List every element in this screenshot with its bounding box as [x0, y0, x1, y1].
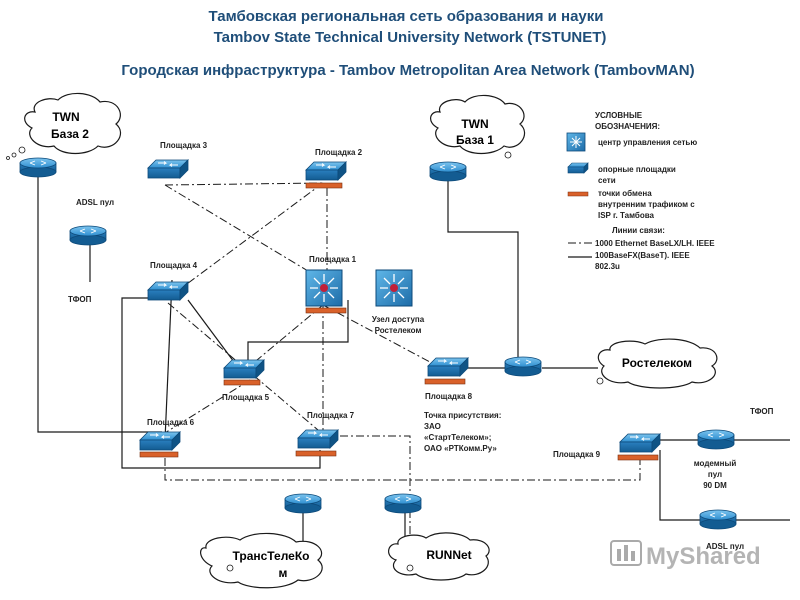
legend-link2-line1: 100BaseFX(BaseT). IEEE	[595, 251, 690, 260]
legend-sites-line1: опорные площадки	[598, 165, 676, 174]
label-presence-line1: Точка присутствия:	[424, 411, 501, 420]
cloud-twn1-line1: TWN	[461, 117, 488, 131]
label-adsl-pool: ADSL пул	[76, 198, 114, 207]
links	[37, 175, 790, 555]
switch-site5	[223, 359, 265, 379]
legend-link1: 1000 Ethernet BaseLX/LH. IEEE	[595, 239, 715, 248]
exchange-bar-site6	[139, 451, 179, 458]
watermark-logo-icon	[610, 540, 642, 566]
exchange-bar-site1	[305, 307, 347, 314]
legend-title-line2: ОБОЗНАЧЕНИЯ:	[595, 122, 660, 131]
label-site9: Площадка 9	[553, 450, 601, 459]
cloud-runnet: RUNNet	[388, 532, 490, 581]
router-adsl-pool	[69, 225, 107, 246]
label-presence-line4: ОАО «РТКомм.Ру»	[424, 444, 497, 453]
router-transtelecom	[284, 493, 322, 514]
label-site6: Площадка 6	[147, 418, 195, 427]
label-site5: Площадка 5	[222, 393, 270, 402]
legend-site-switch-icon	[567, 162, 589, 174]
exchange-bar-site5	[223, 379, 261, 386]
legend-sites-line2: сети	[598, 176, 616, 185]
label-site7: Площадка 7	[307, 411, 355, 420]
hub-site1-network-center	[305, 269, 343, 307]
cloud-twn-base1: TWN База 1	[430, 94, 526, 159]
watermark: MyShared	[610, 540, 761, 570]
subtitle: Городская инфраструктура - Tambov Metrop…	[121, 62, 694, 79]
cloud-transtelecom: ТрансТелеКо м	[200, 532, 323, 589]
legend: УСЛОВНЫЕ ОБОЗНАЧЕНИЯ: центр управления с…	[566, 111, 715, 271]
cloud-transtelecom-line1: ТрансТелеКо	[233, 549, 310, 563]
label-site8: Площадка 8	[425, 392, 473, 401]
cloud-twn2-line2: База 2	[51, 127, 89, 141]
label-access-node-line2: Ростелеком	[375, 326, 422, 335]
router-adsl-pool-2	[699, 509, 737, 530]
label-tfop-right: ТФОП	[750, 407, 774, 416]
router-modem-pool	[697, 429, 735, 450]
title-ru: Тамбовская региональная сеть образования…	[208, 8, 603, 25]
legend-title-line1: УСЛОВНЫЕ	[595, 111, 643, 120]
label-access-node-line1: Узел доступа	[372, 315, 425, 324]
cloud-twn2-line1: TWN	[52, 110, 79, 124]
label-modem-line1: модемный	[694, 459, 737, 468]
label-site1: Площадка 1	[309, 255, 357, 264]
switch-site7	[297, 429, 339, 449]
exchange-bar-site2	[305, 182, 343, 189]
watermark-text: MyShared	[646, 543, 761, 570]
exchange-bar-site7	[295, 450, 337, 457]
switch-site3	[147, 159, 189, 179]
router-twn1	[429, 161, 467, 182]
switch-site9	[619, 433, 661, 453]
switch-site2	[305, 161, 347, 181]
legend-link2-line2: 802.3u	[595, 262, 620, 271]
label-site2: Площадка 2	[315, 148, 363, 157]
exchange-bar-site9	[617, 454, 659, 461]
hub-rostelecom-access-node	[375, 269, 413, 307]
legend-exchange-line1: точки обмена	[598, 189, 652, 198]
label-presence-line2: ЗАО	[424, 422, 441, 431]
switch-site4	[147, 281, 189, 301]
router-runnet	[384, 493, 422, 514]
cloud-transtelecom-line2: м	[279, 566, 288, 580]
label-modem-line2: пул	[708, 470, 722, 479]
cloud-twn-base2: TWN База 2	[6, 92, 122, 160]
exchange-bar-site8	[424, 378, 466, 385]
router-twn2	[19, 157, 57, 178]
cloud-rostelecom-label: Ростелеком	[622, 356, 692, 370]
label-modem-line3: 90 DM	[703, 481, 727, 490]
title-en: Tambov State Technical University Networ…	[214, 29, 607, 46]
legend-center-label: центр управления сетью	[598, 138, 697, 147]
cloud-rostelecom: Ростелеком	[596, 338, 718, 389]
legend-exchange-line3: ISP г. Тамбова	[598, 211, 655, 220]
legend-exchange-line2: внутренним трафиком с	[598, 200, 695, 209]
label-tfop-left: ТФОП	[68, 295, 92, 304]
label-site3: Площадка 3	[160, 141, 208, 150]
label-presence-line3: «СтартТелеком»;	[424, 433, 491, 442]
cloud-twn1-line2: База 1	[456, 133, 494, 147]
label-adsl-pool-2: ADSL пул	[706, 542, 744, 551]
legend-exchange-icon	[567, 191, 589, 197]
cloud-runnet-label: RUNNet	[426, 548, 471, 562]
label-site4: Площадка 4	[150, 261, 198, 270]
router-rostelecom	[504, 356, 542, 377]
legend-links-title: Линии связи:	[612, 226, 665, 235]
switch-site8	[427, 357, 469, 377]
switch-site6	[139, 431, 181, 451]
